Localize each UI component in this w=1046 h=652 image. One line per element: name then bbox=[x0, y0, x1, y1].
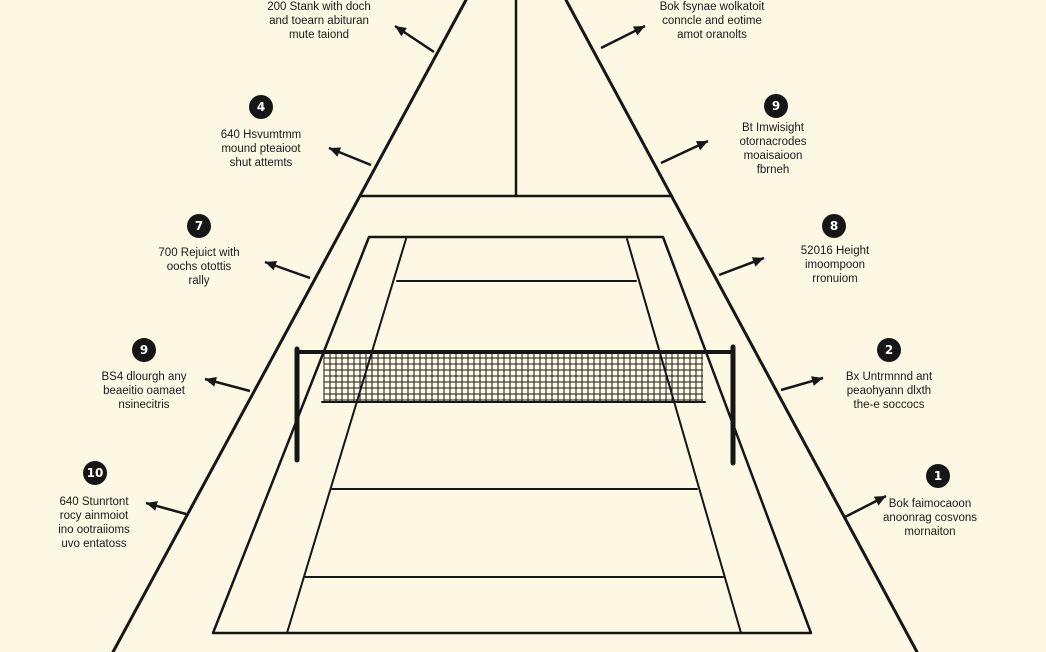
callout-text-line: rronuiom bbox=[812, 273, 858, 285]
callout-text-line: Bok faimocaoon bbox=[888, 498, 972, 510]
callout-arrow-head bbox=[205, 377, 217, 387]
callout-text-line: 52016 Height bbox=[800, 245, 870, 257]
callout-text-line: nsinecitris bbox=[118, 399, 170, 411]
callout-text-line: Bx Untrmnnd ant bbox=[845, 371, 933, 383]
callout-arrow-head bbox=[632, 26, 645, 36]
court-right-edge bbox=[564, 0, 919, 652]
callout-text: 52016 Height imoompoon rronuiom bbox=[801, 244, 869, 286]
callout-text-line: amot oranolts bbox=[677, 29, 747, 41]
callout-text-line: ino ootraiioms bbox=[58, 524, 130, 536]
callout-text-line: fbrneh bbox=[756, 164, 790, 176]
callout-text: 640 Stunrtont rocy ainmoiot ino ootraiioms… bbox=[58, 495, 130, 551]
singles-sideline-right bbox=[626, 238, 742, 634]
callout-text-line: mute taiond bbox=[288, 29, 350, 41]
callout-text-line: 640 Stunrtont bbox=[59, 496, 129, 508]
callout-arrow-head bbox=[329, 147, 342, 157]
callout-arrow-head bbox=[873, 496, 886, 506]
callout-text-line: anoonrag cosvons bbox=[883, 512, 977, 524]
callout-text: BS4 dlourgh any beaeitio oamaet nsinecitri… bbox=[101, 370, 186, 412]
callout-text-line: and toearn abituran bbox=[269, 15, 369, 27]
callout-text: 200 Stank with doch and toearn abituran mu… bbox=[267, 0, 371, 42]
callout-text-line: beaeitio oamaet bbox=[103, 385, 185, 397]
callout-arrow-head bbox=[811, 376, 823, 386]
callout-text-line: oochs otottis bbox=[166, 261, 232, 273]
callout-text: 640 Hsvumtmm mound pteaioot shut attemts bbox=[221, 128, 302, 170]
callout-arrows bbox=[145, 24, 887, 519]
net-mesh bbox=[323, 351, 703, 402]
callout-number-badge: 9 bbox=[764, 94, 788, 118]
court-left-edge bbox=[111, 0, 468, 652]
callout-number-badge: 1 bbox=[926, 464, 950, 488]
callout-arrow-head bbox=[395, 26, 407, 37]
callout-text-line: rocy ainmoiot bbox=[59, 510, 129, 522]
callout-number-badge: 4 bbox=[249, 95, 273, 119]
callout-text-line: 640 Hsvumtmm bbox=[220, 129, 302, 141]
singles-sideline-left bbox=[286, 238, 407, 634]
inner-court-outline bbox=[211, 235, 813, 635]
callout-number-badge: 7 bbox=[187, 214, 211, 238]
callout-text: 700 Rejuict with oochs otottis rally bbox=[158, 246, 239, 288]
callout-text-line: moaisaioon bbox=[743, 150, 803, 162]
callout-text-line: BS4 dlourgh any bbox=[101, 371, 187, 383]
callout-text-line: shut attemts bbox=[229, 157, 293, 169]
callout-text: Bok faimocaoon anoonrag cosvons mornaiton bbox=[883, 497, 977, 539]
callout-text-line: imoompoon bbox=[804, 259, 866, 271]
callout-number-badge: 2 bbox=[877, 338, 901, 362]
callout-text-line: Bt Imwisight bbox=[742, 122, 804, 134]
callout-number-badge: 10 bbox=[83, 461, 107, 485]
callout-text-line: mound pteaioot bbox=[221, 143, 301, 155]
callout-text-line: otornacrodes bbox=[739, 136, 807, 148]
callout-text-line: the-e soccocs bbox=[853, 399, 925, 411]
callout-arrow-head bbox=[146, 501, 158, 511]
callout-text-line: rally bbox=[188, 275, 210, 287]
callout-arrow-head bbox=[751, 257, 764, 267]
callout-arrow-head bbox=[695, 141, 708, 151]
callout-text-line: mornaiton bbox=[904, 526, 956, 538]
callout-arrow-head bbox=[265, 260, 278, 271]
callout-text: Bok fsynae wolkatoit conncle and eotime am… bbox=[660, 0, 765, 42]
callout-number-badge: 9 bbox=[132, 338, 156, 362]
callout-text-line: peaohyann dlxth bbox=[846, 385, 932, 397]
callout-text-line: Bok fsynae wolkatoit bbox=[659, 1, 765, 13]
callout-number-badge: 8 bbox=[822, 214, 846, 238]
callout-text-line: 700 Rejuict with bbox=[158, 247, 240, 259]
callout-text: Bx Untrmnnd ant peaohyann dlxth the-e socc… bbox=[846, 370, 932, 412]
callout-text-line: 200 Stank with doch bbox=[267, 1, 371, 13]
callout-text-line: conncle and eotime bbox=[662, 15, 762, 27]
callout-text-line: uvo entatoss bbox=[61, 538, 127, 550]
callout-text: Bt Imwisight otornacrodes moaisaioon fbrneh bbox=[739, 121, 806, 177]
